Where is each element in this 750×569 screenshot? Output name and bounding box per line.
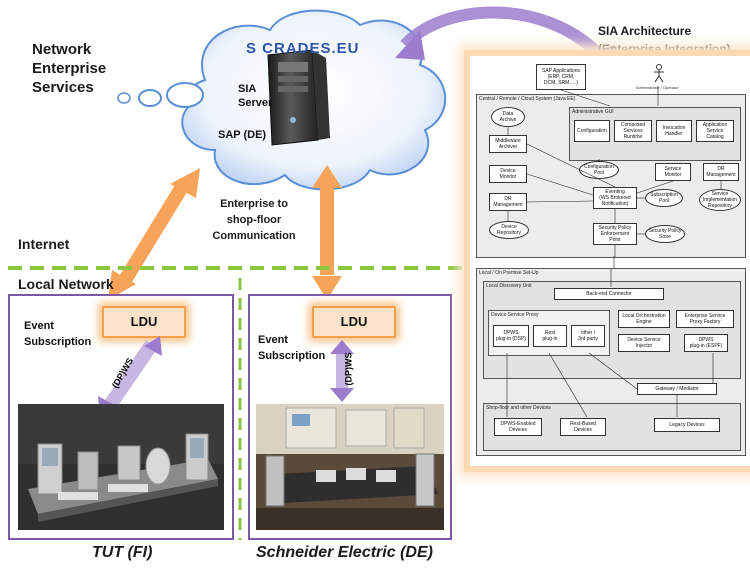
tut-panel: LDU Event Subscription (DP)WS: [8, 294, 234, 540]
operator-label: Administrator / Operator: [636, 85, 679, 90]
sia-server-label: SIA Server: [238, 83, 273, 109]
local-setup-section: Local / On Premise Set-Up Local Discover…: [476, 268, 746, 456]
arrow-cloud-to-schneider: [312, 165, 342, 300]
configuration-box: Configuration: [574, 120, 610, 142]
arch-top-connectors: [560, 86, 659, 268]
thought-bubble-medium: [138, 89, 162, 107]
event-subscription-label: Event Subscription: [258, 334, 326, 362]
central-connectors: [507, 127, 722, 257]
other-3rd-party-box: other /3rd party: [571, 325, 605, 347]
sia-architecture-diagram: SAP Applications(ERP, CRM,DCM, SRM, ...)…: [464, 50, 750, 472]
sap-de-label: SAP (DE): [218, 129, 267, 141]
local-connectors: [506, 269, 714, 418]
arrow-cloud-to-tut: [108, 168, 200, 300]
local-discovery-section: Local Discovery Unit Back-end Connector …: [483, 281, 741, 379]
thought-bubble-small: [117, 92, 131, 104]
server-icon: [267, 49, 330, 146]
thought-bubble-large: [166, 82, 204, 108]
socrades-logo: S CRADES.EU: [246, 40, 360, 57]
event-subscription-label: Event Subscription: [24, 320, 92, 348]
dpws-label: (DP)WS: [343, 352, 354, 386]
gateway-mediator-box: Gateway / Mediator: [637, 383, 717, 395]
tut-caption: TUT (FI): [92, 544, 153, 561]
tut-production-line-image: [18, 404, 224, 530]
ldu-box: LDU: [102, 306, 186, 338]
network-enterprise-services-label: Network Enterprise Services: [32, 41, 107, 96]
shopfloor-devices-section: Shop-floor and other Devices DPWS-Enable…: [483, 403, 741, 451]
sap-applications-box: SAP Applications(ERP, CRM,DCM, SRM, ...): [536, 64, 586, 90]
enterprise-communication-label: Enterprise to shop-floor Communication: [212, 198, 296, 242]
dpws-arrow: [330, 340, 354, 402]
legacy-devices-box: Legacy Devices: [654, 418, 720, 432]
backend-connector-box: Back-end Connector: [554, 288, 664, 300]
schneider-testbed-image: [256, 404, 444, 530]
admin-gui-section: Administrative GUI Configuration Compose…: [569, 107, 741, 161]
ldu-box: LDU: [312, 306, 396, 338]
internet-label: Internet: [18, 236, 70, 252]
operator-icon: [654, 64, 664, 83]
local-network-label: Local Network: [18, 276, 114, 292]
schneider-caption: Schneider Electric (DE): [256, 544, 433, 561]
central-system-section: Central / Remote / Cloud System (Java EE…: [476, 94, 746, 258]
schneider-panel: LDU Event Subscription (DP)WS: [248, 294, 452, 540]
